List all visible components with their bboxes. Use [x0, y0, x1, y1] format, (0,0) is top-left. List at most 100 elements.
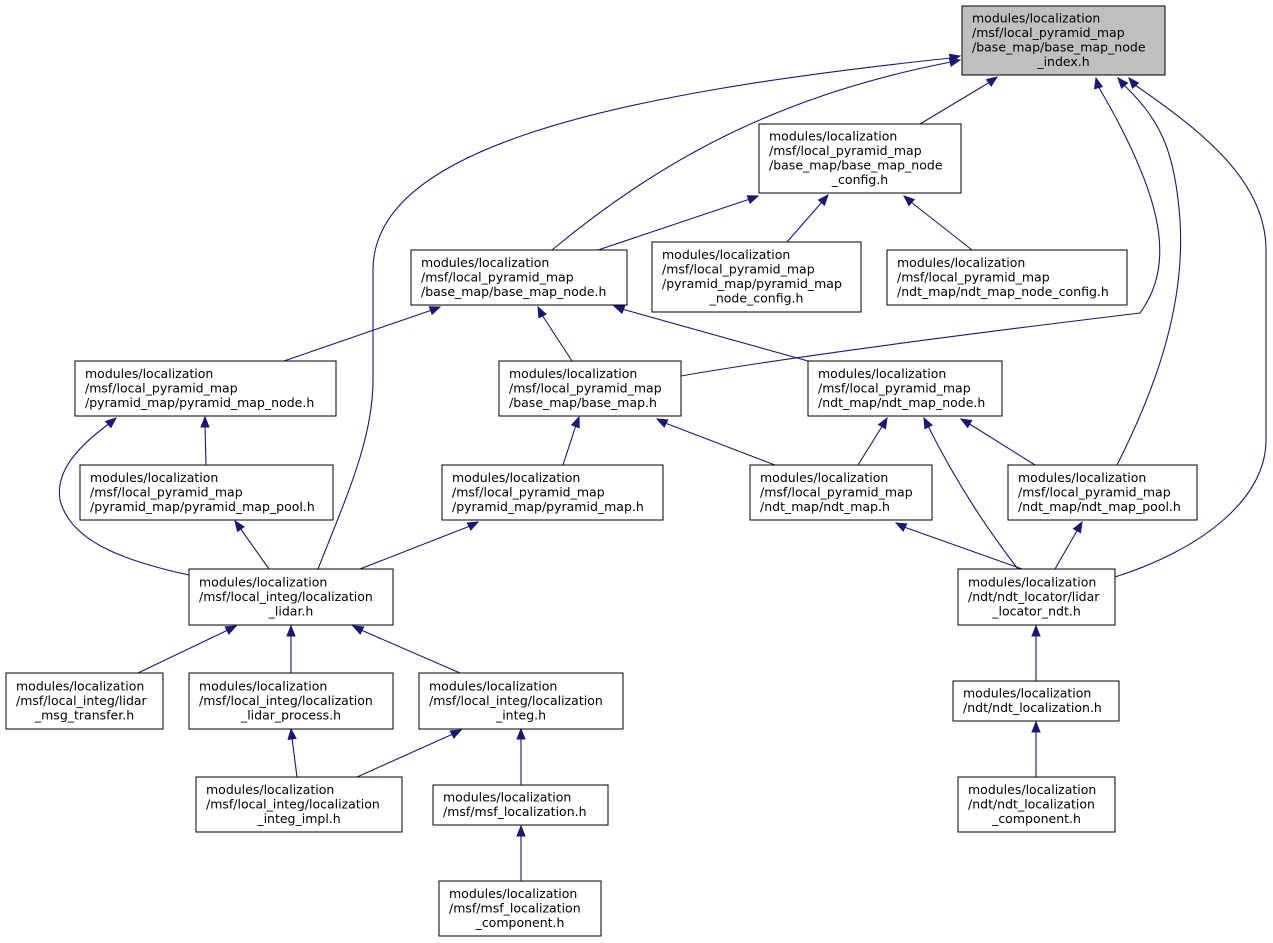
edge-n14-n12: [137, 625, 238, 674]
node-label-line: modules/localization: [452, 470, 580, 485]
edge-line: [541, 314, 573, 362]
node-label-line: /msf/local_pyramid_map: [421, 269, 574, 284]
edge-arrowhead: [612, 305, 626, 315]
edge-line: [903, 526, 1023, 570]
edge-arrowhead: [104, 417, 118, 429]
node-label-line: modules/localization: [16, 678, 144, 693]
node-label-line: /base_map/base_map_node.h: [421, 284, 606, 299]
edge-line: [664, 422, 776, 466]
node-label-line: /ndt_map/ndt_map_node_config.h: [897, 284, 1109, 299]
node-label-line: _lidar.h: [268, 603, 314, 618]
graph-node[interactable]: modules/localization/msf/local_pyramid_m…: [1007, 464, 1198, 521]
node-box: [957, 776, 1116, 833]
edge-arrowhead: [1072, 520, 1083, 534]
edge-arrowhead: [234, 519, 245, 533]
node-box: [74, 360, 337, 417]
graph-node[interactable]: modules/localization/msf/local_pyramid_m…: [498, 360, 682, 417]
edge-n1-n0: [919, 76, 999, 125]
graph-node[interactable]: modules/localization/msf/local_integ/loc…: [418, 672, 624, 730]
edge-arrowhead: [817, 193, 829, 207]
graph-node[interactable]: modules/localization/msf/local_pyramid_m…: [74, 360, 337, 417]
edge-n13-n10: [894, 522, 1023, 570]
edge-n7-n2: [612, 305, 809, 362]
node-label-line: modules/localization: [449, 886, 577, 901]
graph-node[interactable]: modules/localization/msf/local_integ/loc…: [188, 568, 394, 626]
graph-node[interactable]: modules/localization/msf/local_pyramid_m…: [807, 360, 1003, 417]
graph-node[interactable]: modules/localization/msf/msf_localizatio…: [432, 784, 609, 826]
edge-arrowhead: [224, 625, 238, 635]
node-box: [952, 680, 1120, 722]
graph-node[interactable]: modules/localization/msf/msf_localizatio…: [438, 880, 602, 937]
edge-arrowhead: [351, 625, 365, 635]
node-label-line: _msg_transfer.h: [34, 707, 134, 722]
node-label-line: /ndt_map/ndt_map.h: [760, 499, 890, 514]
graph-node[interactable]: modules/localization/ndt/ndt_localizatio…: [957, 776, 1116, 833]
edge-line: [621, 308, 809, 362]
edge-line: [137, 629, 229, 674]
root-node[interactable]: modules/localization/msf/local_pyramid_m…: [961, 5, 1166, 76]
edge-n3-n1: [786, 193, 829, 243]
graph-node[interactable]: modules/localization/msf/local_integ/lid…: [5, 672, 164, 730]
graph-node[interactable]: modules/localization/msf/local_integ/loc…: [188, 672, 394, 730]
edge-n18-n16: [356, 729, 463, 778]
graph-node[interactable]: modules/localization/msf/local_pyramid_m…: [758, 123, 962, 194]
node-label-line: /msf/local_pyramid_map: [90, 484, 243, 499]
node-label-line: _integ.h: [495, 707, 546, 722]
edge-arrowhead: [1128, 76, 1140, 90]
edge-line: [204, 424, 207, 466]
edge-arrowhead: [466, 521, 480, 531]
node-label-line: _index.h: [1036, 54, 1089, 69]
node-label-line: modules/localization: [662, 247, 790, 262]
edge-arrowhead: [902, 195, 916, 207]
node-label-line: modules/localization: [769, 129, 897, 144]
graph-node[interactable]: modules/localization/msf/local_pyramid_m…: [651, 241, 862, 313]
edge-arrowhead: [948, 53, 962, 63]
node-label-line: modules/localization: [199, 678, 327, 693]
graph-node[interactable]: modules/localization/ndt/ndt_localizatio…: [952, 680, 1120, 722]
graph-node[interactable]: modules/localization/msf/local_pyramid_m…: [410, 249, 628, 306]
edge-line: [857, 424, 884, 466]
node-label-line: _node_config.h: [709, 291, 804, 306]
graph-node[interactable]: modules/localization/msf/local_pyramid_m…: [886, 249, 1128, 306]
node-label-line: /msf/local_pyramid_map: [509, 380, 662, 395]
node-label-line: /pyramid_map/pyramid_map: [662, 276, 842, 291]
edge-n15-n12: [286, 624, 296, 673]
edge-n4-n1: [902, 195, 973, 251]
node-box: [651, 241, 862, 313]
edge-n12-n0: [317, 53, 962, 570]
graph-node[interactable]: modules/localization/msf/local_integ/loc…: [195, 776, 403, 833]
node-label-line: modules/localization: [509, 366, 637, 381]
node-label-line: modules/localization: [968, 574, 1096, 589]
edge-n13-n7: [923, 416, 1019, 570]
edge-arrowhead: [1117, 76, 1129, 90]
node-label-line: /ndt/ndt_localization.h: [963, 700, 1102, 715]
edge-n8-n5: [200, 415, 210, 466]
node-label-line: modules/localization: [443, 790, 571, 805]
edge-arrowhead: [1093, 76, 1104, 90]
edge-line: [356, 733, 454, 778]
edge-arrowhead: [287, 727, 297, 740]
graph-node[interactable]: modules/localization/ndt/ndt_locator/lid…: [957, 568, 1116, 626]
node-label-line: modules/localization: [421, 255, 549, 270]
edge-line: [1116, 84, 1182, 466]
edge-line: [927, 425, 1019, 570]
node-label-line: /msf/local_integ/localization: [199, 589, 373, 604]
edge-line: [359, 525, 471, 570]
edges-layer: [58, 53, 1267, 881]
graph-node[interactable]: modules/localization/msf/local_pyramid_m…: [749, 464, 933, 521]
edge-arrowhead: [877, 416, 888, 430]
edge-arrowhead: [537, 305, 547, 319]
graph-node[interactable]: modules/localization/msf/local_pyramid_m…: [79, 464, 334, 521]
node-box: [418, 672, 624, 730]
node-box: [886, 249, 1128, 306]
edge-line: [1114, 84, 1267, 578]
node-label-line: /msf/local_integ/localization: [429, 693, 603, 708]
node-label-line: /msf/local_integ/lidar: [16, 693, 148, 708]
edge-arrowhead: [655, 418, 669, 428]
node-box: [79, 464, 334, 521]
node-label-line: modules/localization: [972, 11, 1100, 26]
edge-line: [239, 527, 270, 570]
graph-node[interactable]: modules/localization/msf/local_pyramid_m…: [441, 464, 664, 521]
edge-arrowhead: [449, 729, 463, 739]
